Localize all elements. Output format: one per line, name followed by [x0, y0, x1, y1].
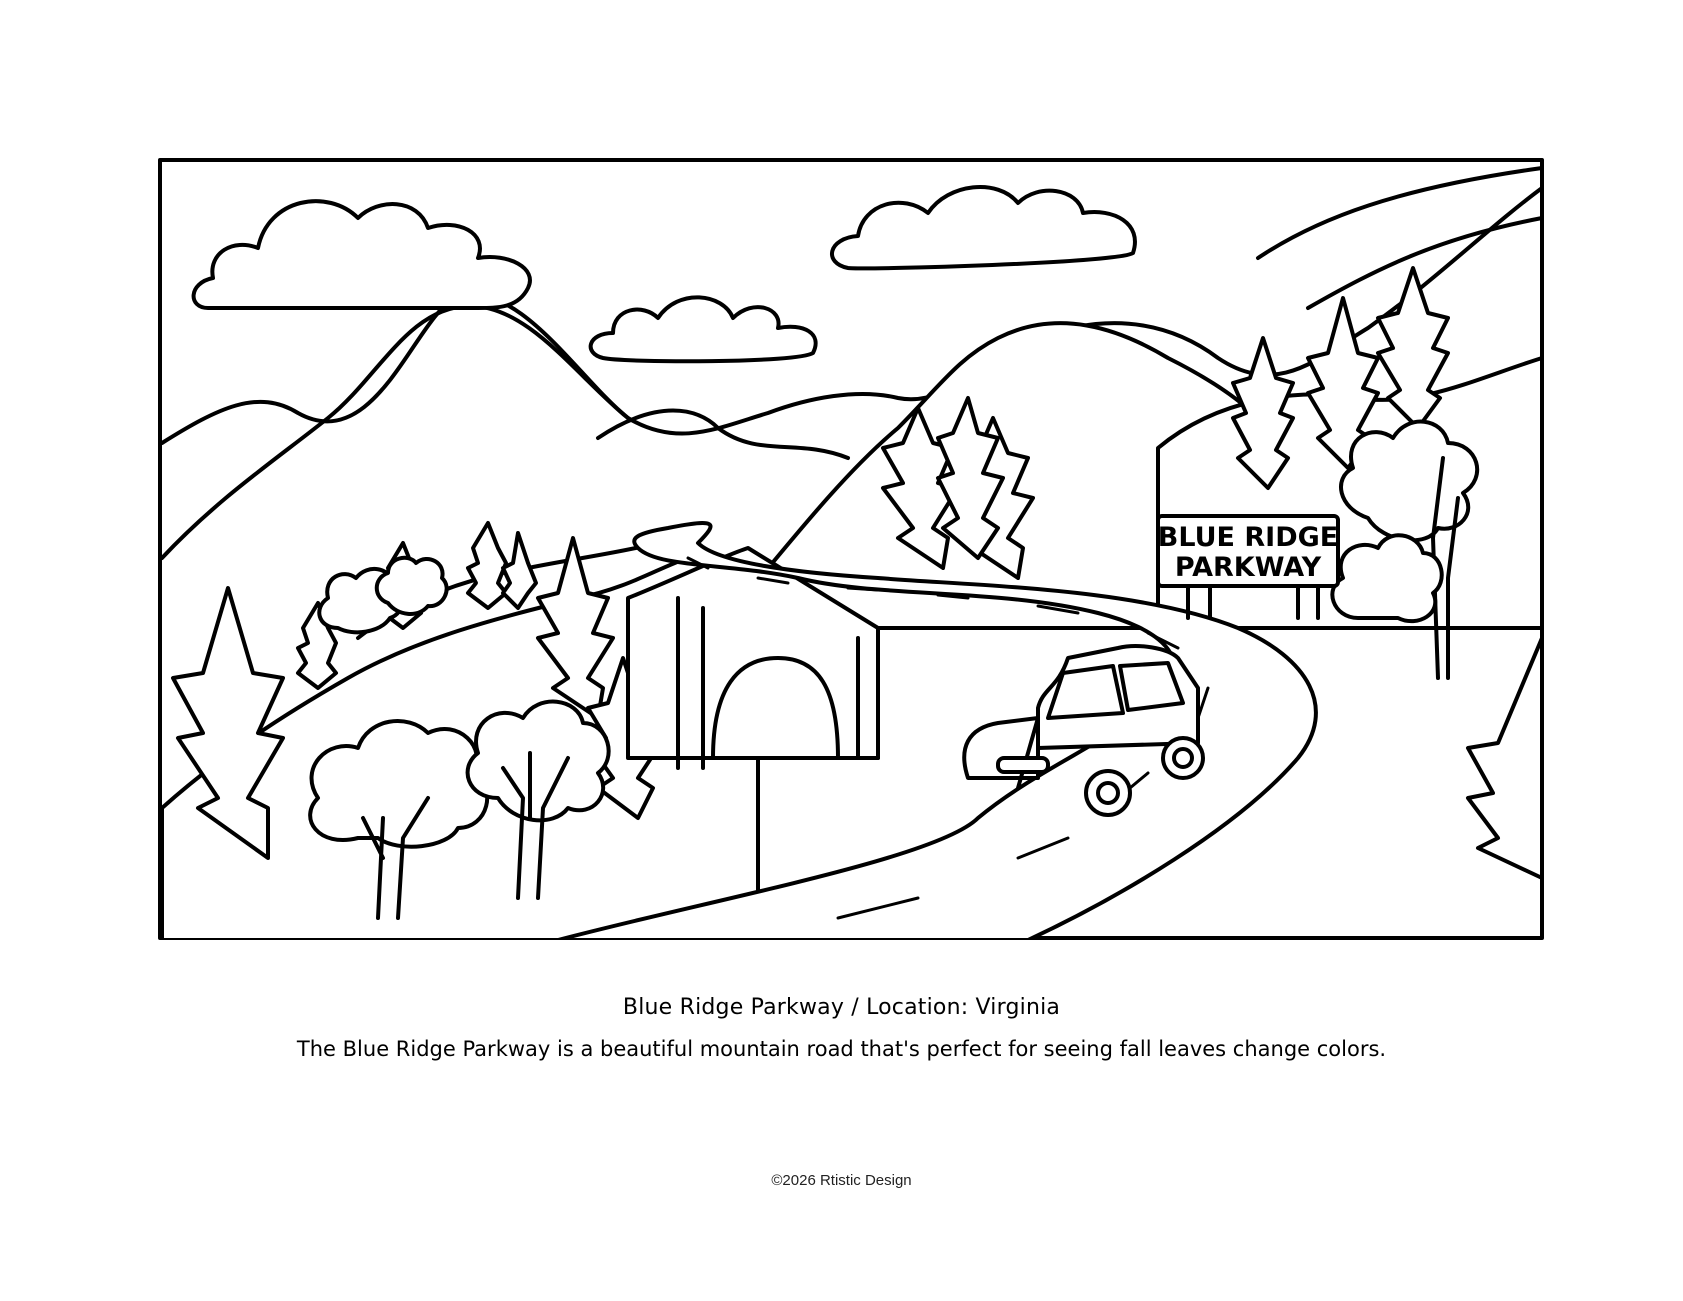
- coloring-illustration: BLUE RIDGE PARKWAY: [158, 158, 1544, 940]
- road: [556, 521, 1318, 940]
- sign-line-2: PARKWAY: [1175, 552, 1322, 583]
- sign-line-1: BLUE RIDGE: [1158, 522, 1338, 553]
- sign-board: [1156, 514, 1340, 588]
- parkway-sign: BLUE RIDGE PARKWAY: [1156, 514, 1340, 620]
- car: [962, 644, 1205, 817]
- caption-title: Blue Ridge Parkway / Location: Virginia: [622, 995, 1061, 1020]
- round-trees: [308, 419, 1480, 920]
- clouds: [191, 185, 1137, 364]
- background-mountains: [160, 166, 1544, 560]
- bridge: [626, 546, 880, 770]
- copyright-notice: ©2026 Rtistic Design: [771, 1172, 912, 1189]
- caption-description: The Blue Ridge Parkway is a beautiful mo…: [296, 1037, 1387, 1061]
